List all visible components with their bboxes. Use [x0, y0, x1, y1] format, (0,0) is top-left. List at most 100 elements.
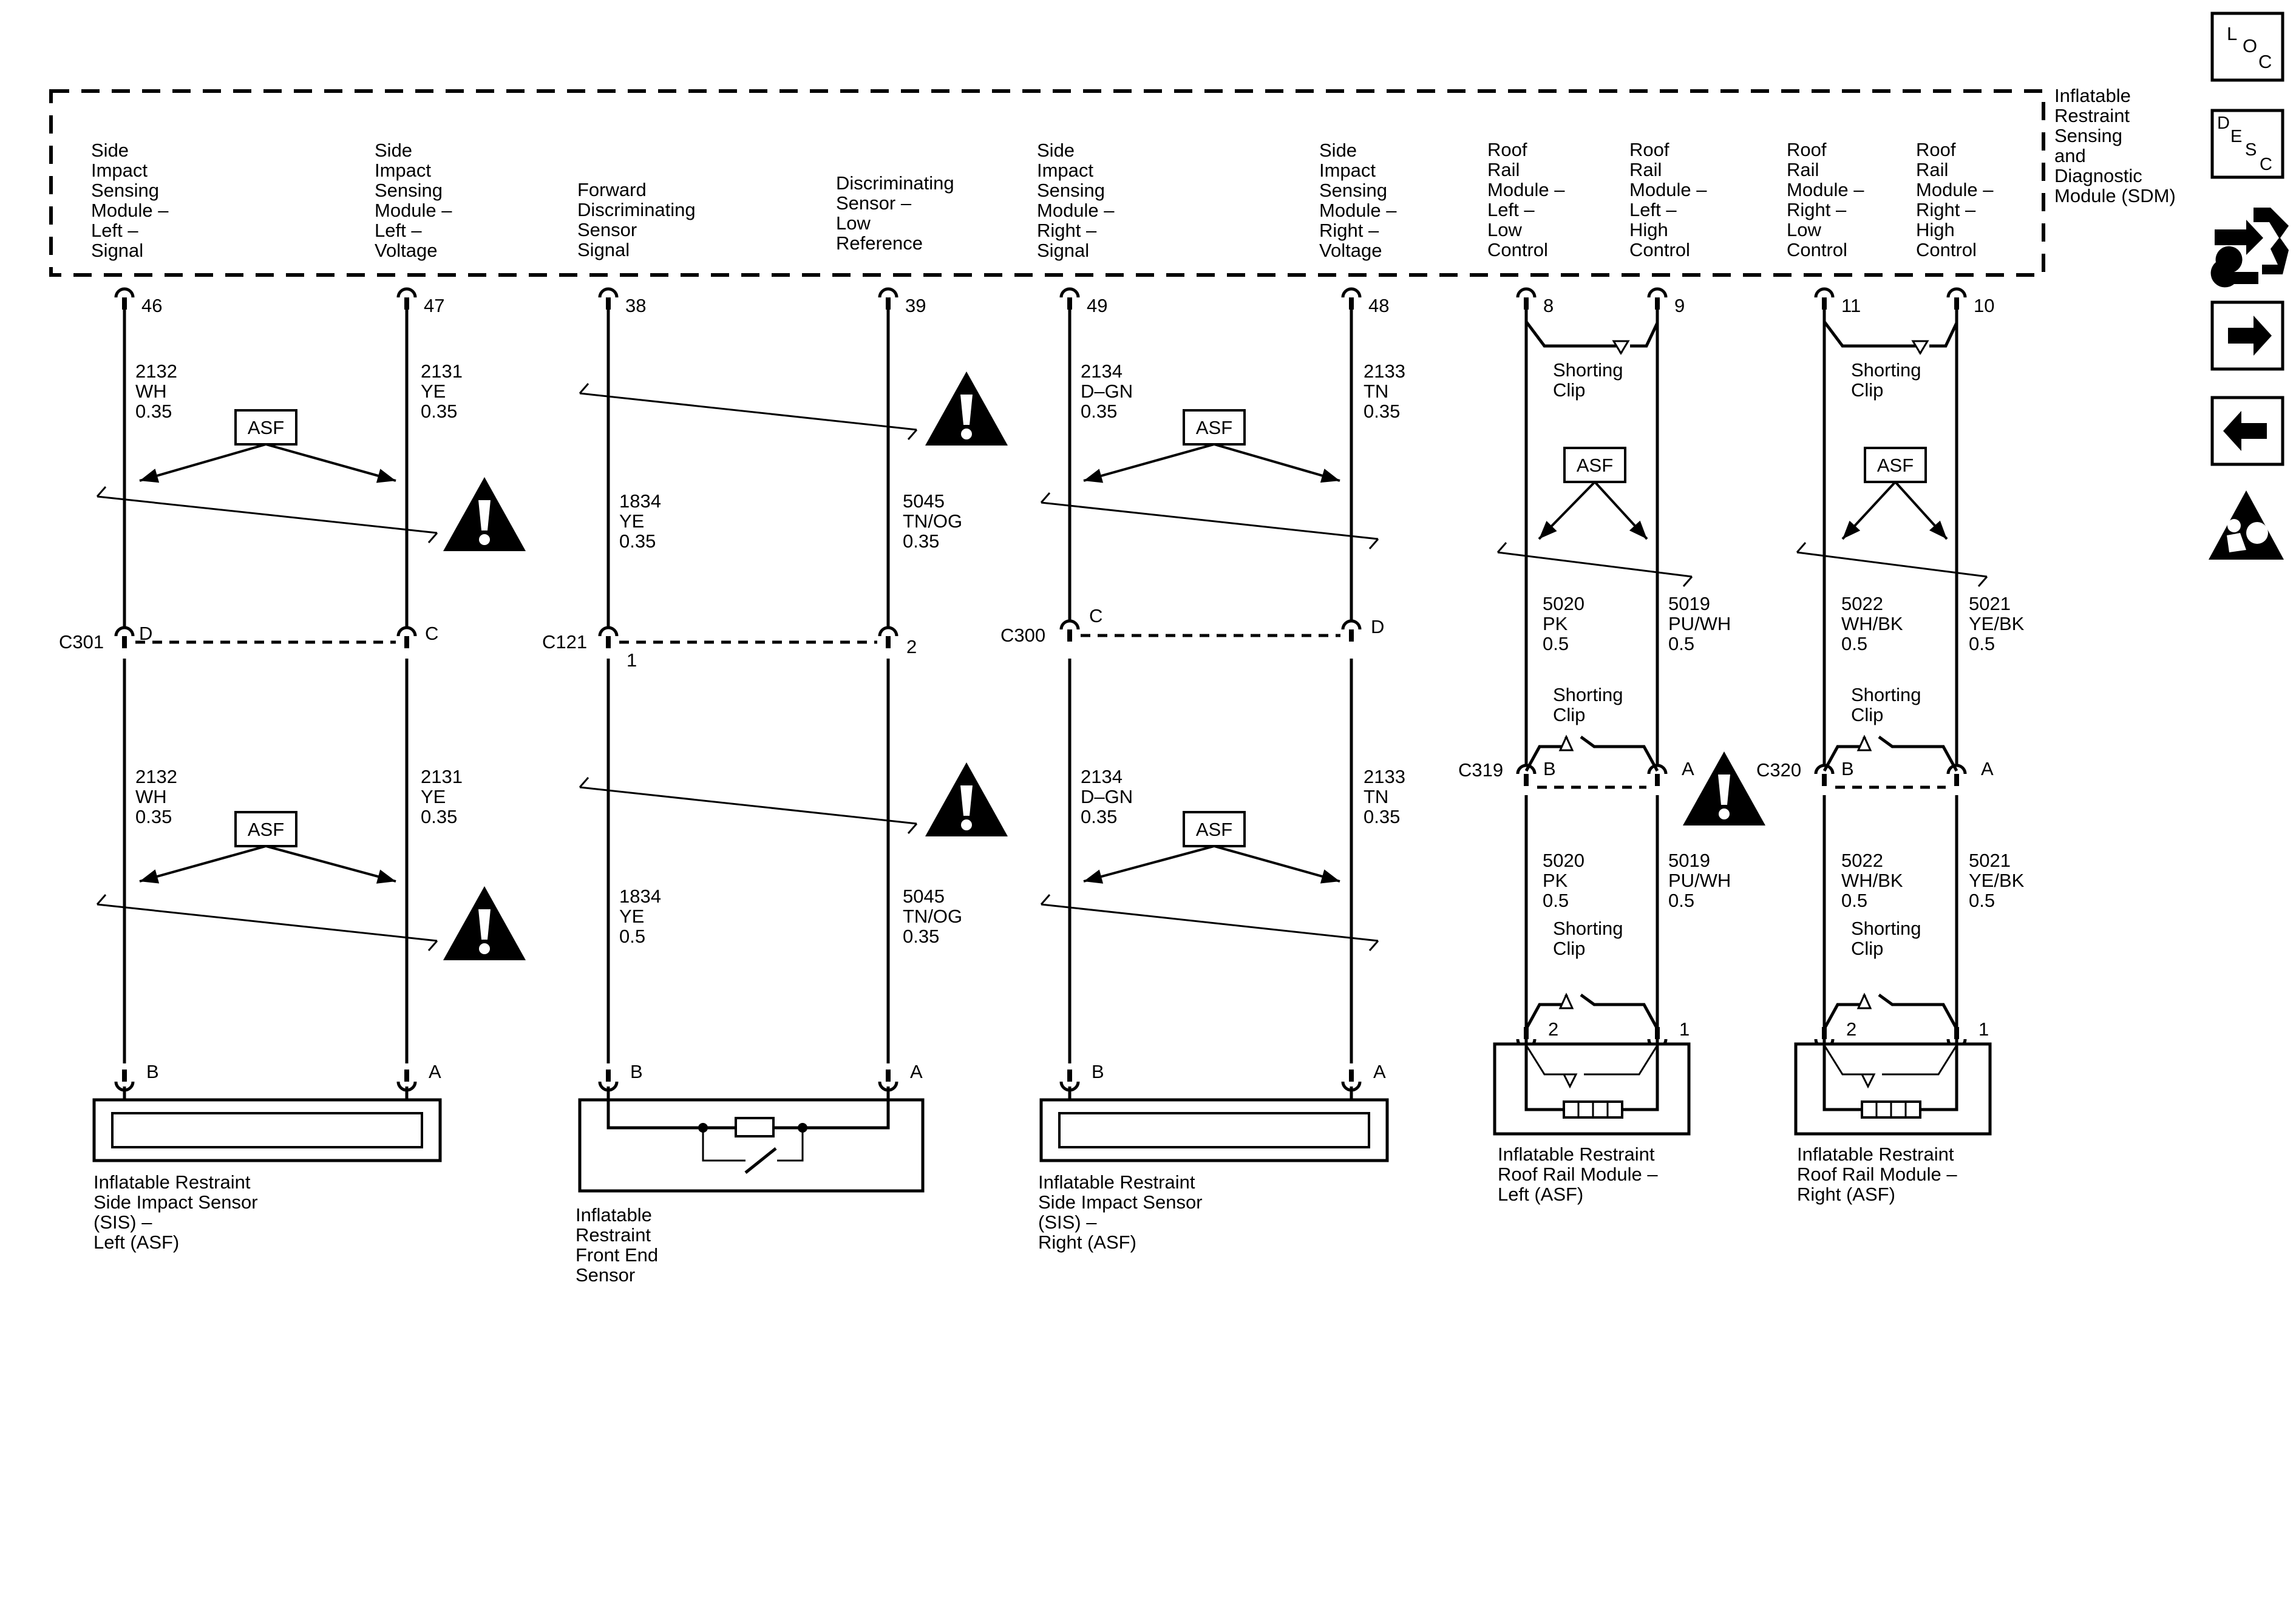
- exclamation-triangle-icon[interactable]: [443, 477, 526, 551]
- sis-right-element: [1058, 1112, 1370, 1148]
- connector-C300-terminal: [1341, 619, 1362, 642]
- wire-label-upper: 0.5: [1543, 633, 1569, 654]
- shorting-clip-label: Shorting: [1553, 684, 1623, 705]
- sdm-pin-47-label: Side: [375, 140, 412, 161]
- sdm-pin-10-label: Roof: [1916, 139, 1956, 160]
- sdm-pin-8-label: Control: [1487, 239, 1548, 260]
- wire-label-upper: PK: [1543, 613, 1568, 634]
- sdm-pin-39-label: Discriminating: [836, 172, 954, 194]
- sdm-pin-49-label: Impact: [1037, 160, 1093, 181]
- roof-rail-right-clip: [1882, 1045, 1958, 1076]
- component-pin-label: B: [630, 1061, 643, 1082]
- sdm-pin-39-label: Reference: [836, 232, 923, 254]
- shorting-clip: [1630, 322, 1659, 348]
- arrow-left-icon[interactable]: [2210, 396, 2284, 466]
- component-label-2: Right (ASF): [1038, 1232, 1136, 1253]
- loc-letter: C: [2258, 51, 2272, 72]
- wire-break-line: [97, 903, 438, 942]
- wire-label-upper: YE: [619, 510, 644, 532]
- wire-label-lower: 5021: [1969, 850, 2011, 871]
- shorting-clip-label: Clip: [1553, 938, 1585, 959]
- sdm-pin-9-label: Left –: [1629, 199, 1677, 220]
- shorting-clip-contact: [1562, 1073, 1578, 1089]
- sdm-terminal-46: [114, 287, 135, 310]
- sdm-label: Module (SDM): [2054, 185, 2176, 206]
- shorting-clip: [1580, 993, 1659, 1030]
- wire-label-lower: 0.5: [1543, 890, 1569, 911]
- shorting-clip-label: Shorting: [1851, 359, 1921, 381]
- wire-label-upper: 0.35: [619, 531, 656, 552]
- connector-pin-label: A: [1981, 758, 1994, 779]
- connector-pin-label: 2: [906, 636, 917, 657]
- shorting-clip-contact: [1860, 1073, 1876, 1089]
- loc-button[interactable]: LOC: [2210, 12, 2284, 82]
- wire-break-tick: [96, 486, 107, 497]
- exclamation-triangle-icon[interactable]: [1683, 751, 1765, 825]
- exclamation-triangle-icon[interactable]: [443, 886, 526, 960]
- shorting-clip: [1580, 735, 1659, 772]
- asf-label: ASF: [1577, 455, 1613, 476]
- sdm-pin-number: 9: [1674, 295, 1685, 316]
- sdm-pin-49-label: Module –: [1037, 200, 1115, 221]
- wire-break-tick: [579, 777, 589, 788]
- shorting-clip-label: Clip: [1851, 938, 1883, 959]
- exclamation-triangle-icon[interactable]: [925, 371, 1008, 446]
- wire-label-upper: WH: [135, 381, 167, 402]
- junction-dot: [798, 1123, 807, 1133]
- sdm-pin-9-label: Control: [1629, 239, 1690, 260]
- shorting-clip: [1878, 735, 1958, 772]
- airbag-warning-icon[interactable]: [2209, 490, 2284, 560]
- sdm-label: Restraint: [2054, 105, 2130, 126]
- wire-break-line: [97, 495, 438, 534]
- component-label-2: Side Impact Sensor: [1038, 1192, 1203, 1213]
- component-label-0: (SIS) –: [93, 1212, 152, 1233]
- wire-label-lower: 0.5: [619, 926, 645, 947]
- wire-label-upper: 0.35: [1364, 401, 1400, 422]
- component-label-4: Inflatable Restraint: [1797, 1144, 1954, 1165]
- connector-C319-label: C319: [1458, 759, 1503, 781]
- sdm-pin-48-label: Voltage: [1319, 240, 1382, 261]
- asf-label: ASF: [1196, 819, 1232, 840]
- wire-label-lower: 5020: [1543, 850, 1584, 871]
- wrench-connector-icon[interactable]: [2210, 208, 2289, 288]
- component-pin-label: 1: [1978, 1019, 1989, 1040]
- shorting-clip: [1525, 320, 1623, 353]
- sdm-pin-number: 10: [1974, 295, 1994, 316]
- sdm-label: Sensing: [2054, 125, 2122, 146]
- wire-label-upper: 5020: [1543, 593, 1584, 614]
- sdm-pin-47-label: Left –: [375, 220, 422, 241]
- component-label-0: Side Impact Sensor: [93, 1192, 258, 1213]
- shorting-clip-contact: [1558, 734, 1574, 751]
- sdm-pin-number: 39: [905, 295, 926, 316]
- component-label-2: Inflatable Restraint: [1038, 1171, 1195, 1193]
- arrow-right-icon[interactable]: [2210, 300, 2284, 371]
- roof-rail-left-module-body: [1493, 1042, 1691, 1136]
- wire-label-upper: 0.5: [1668, 633, 1694, 654]
- desc-letter: S: [2245, 140, 2257, 160]
- shorting-clip: [1823, 320, 1922, 353]
- front-end-sensor-body: [578, 1098, 925, 1193]
- asf-callout: ASF: [1841, 447, 1948, 540]
- wire-label-lower: 2131: [421, 766, 463, 787]
- wire-label-lower: 0.35: [1081, 806, 1117, 827]
- wire-break-line: [1041, 501, 1379, 540]
- wire-break-tick: [907, 429, 918, 440]
- wire-label-lower: WH: [135, 786, 167, 807]
- wire-break-tick: [96, 894, 107, 905]
- wire-label-lower: WH/BK: [1841, 870, 1903, 891]
- wire-label-upper: 0.35: [421, 401, 457, 422]
- sdm-terminal-49: [1059, 287, 1080, 310]
- wire-label-upper: 0.35: [135, 401, 172, 422]
- exclamation-triangle-icon[interactable]: [925, 762, 1008, 836]
- shorting-clip-label: Clip: [1553, 379, 1585, 401]
- wire-label-lower: 0.35: [135, 806, 172, 827]
- shorting-clip-label: Shorting: [1851, 684, 1921, 705]
- sdm-pin-8-label: Left –: [1487, 199, 1535, 220]
- junction-dot: [698, 1123, 708, 1133]
- connector-C301-terminal: [396, 626, 417, 648]
- component-pin-label: B: [1092, 1061, 1104, 1082]
- sdm-pin-48-label: Right –: [1319, 220, 1379, 241]
- wire-break-tick: [1040, 894, 1051, 905]
- shorting-clip-contact: [1911, 340, 1929, 355]
